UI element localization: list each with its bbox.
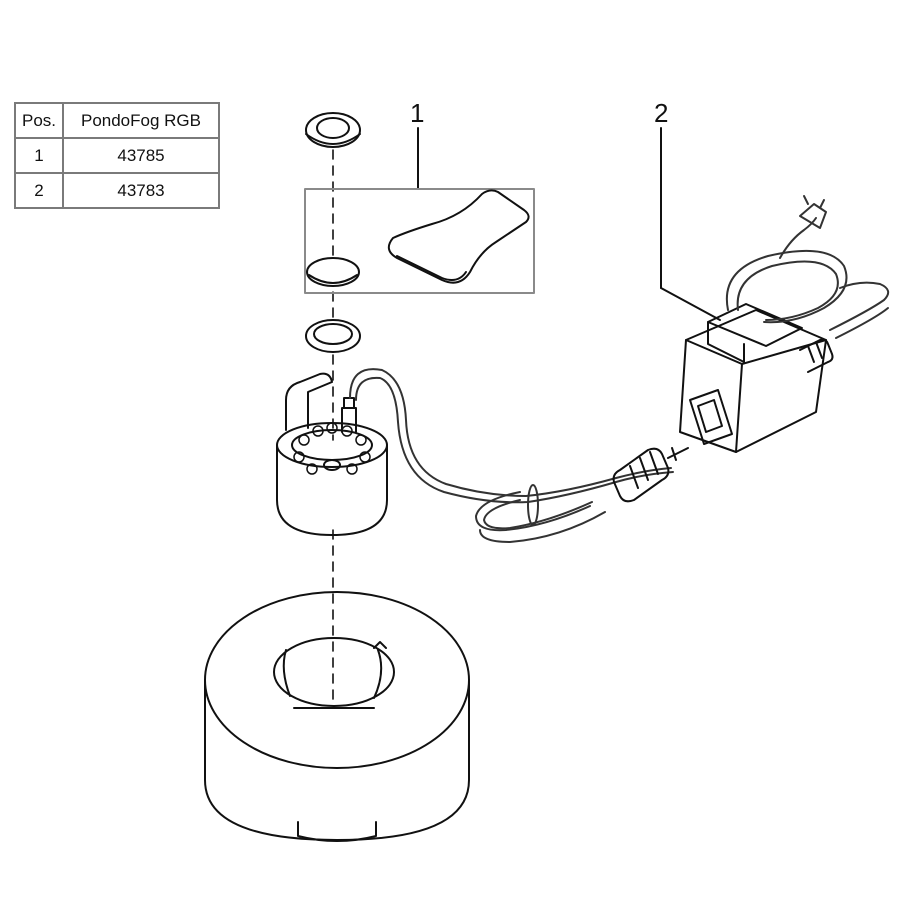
mains-cable — [725, 195, 890, 339]
callout-1-label: 1 — [410, 98, 425, 128]
led-ring — [293, 422, 371, 475]
fogger-unit — [276, 372, 388, 536]
row-article: 43785 — [62, 137, 220, 174]
row-pos: 1 — [14, 137, 64, 174]
o-ring — [305, 319, 361, 353]
fogger-cable — [349, 368, 674, 543]
row-pos: 2 — [14, 172, 64, 209]
plug-connector — [612, 447, 689, 503]
callout-leaders — [417, 127, 721, 321]
row-article: 43783 — [62, 172, 220, 209]
cleaning-tool — [387, 189, 530, 284]
ceramic-disc — [306, 257, 360, 287]
header-pos: Pos. — [14, 102, 64, 139]
table-row: 1 43785 — [14, 137, 220, 174]
spare-parts-set — [304, 188, 535, 294]
controller-box — [679, 303, 834, 453]
parts-table: Pos. PondoFog RGB 1 43785 2 43783 — [14, 102, 220, 209]
table-header-row: Pos. PondoFog RGB — [14, 102, 220, 139]
table-row: 2 43783 — [14, 172, 220, 209]
callout-2-label: 2 — [654, 98, 669, 128]
retaining-ring — [305, 112, 361, 148]
header-model: PondoFog RGB — [62, 102, 220, 139]
floating-ring — [204, 591, 470, 842]
